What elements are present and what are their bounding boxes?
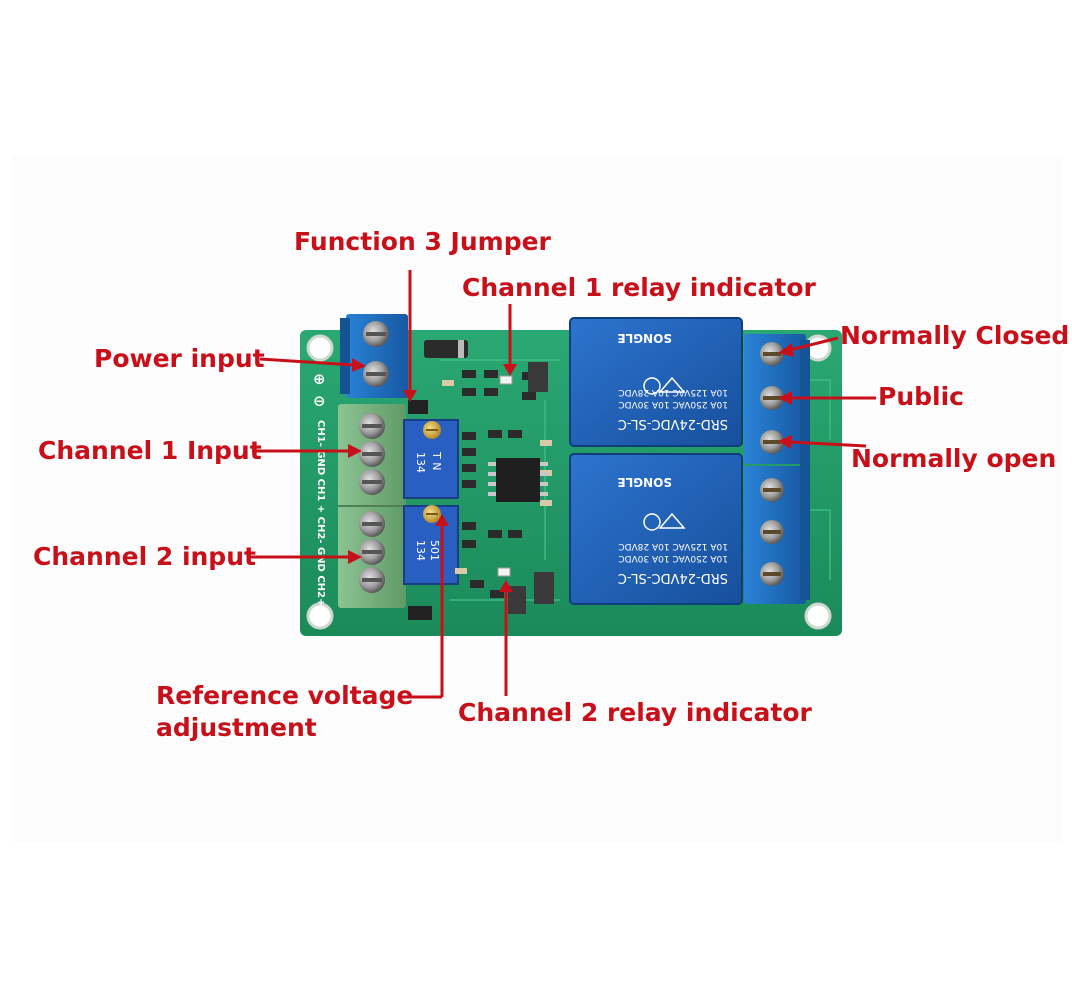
pot-1-code: 134: [414, 452, 427, 473]
label-power-input: Power input: [94, 344, 265, 373]
relay-1-brand: SONGLE: [617, 331, 672, 345]
relay-2-rating-2: 10A 125VAC 10A 28VDC: [618, 541, 728, 551]
svg-text:⊖: ⊖: [313, 392, 326, 410]
relay-2-brand: SONGLE: [617, 475, 672, 489]
relay-2-model: SRD-24VDC-SL-C: [618, 570, 728, 585]
relay-2-rating-1: 10A 250VAC 10A 30VDC: [618, 553, 728, 563]
signal-input-terminal: [338, 404, 406, 608]
label-channel-1-relay-indicator: Channel 1 relay indicator: [462, 273, 816, 302]
smd-components: [442, 362, 554, 614]
function-3-jumper: [408, 400, 428, 414]
reference-voltage-pot-2: 134 501: [403, 505, 459, 585]
diode: [424, 340, 468, 358]
pot-2-subcode: 501: [428, 540, 441, 561]
label-normally-open: Normally open: [851, 444, 1057, 473]
relay-output-terminal: [744, 334, 810, 604]
channel-1-led: [499, 375, 513, 385]
comparator-ic: [488, 458, 548, 502]
label-channel-2-input: Channel 2 input: [33, 542, 256, 571]
label-channel-1-input: Channel 1 Input: [38, 436, 262, 465]
label-public: Public: [878, 382, 964, 411]
silkscreen-left: CH1- GND CH1 + CH2- GND CH2+: [315, 420, 326, 606]
channel-2-led: [497, 567, 511, 577]
svg-text:⊕: ⊕: [313, 370, 326, 388]
label-reference-voltage-adjustment: adjustment: [156, 713, 317, 742]
label-function-3-jumper: Function 3 Jumper: [294, 227, 551, 256]
label-normally-closed: Normally Closed: [840, 321, 1070, 350]
label-channel-2-relay-indicator: Channel 2 relay indicator: [458, 698, 812, 727]
lower-jumper: [408, 606, 432, 620]
pot-1-letters: T N: [430, 451, 443, 470]
relay-1-model: SRD-24VDC-SL-C: [618, 416, 728, 431]
label-reference-voltage: Reference voltage: [156, 681, 414, 710]
relay-2: SRD-24VDC-SL-C 10A 250VAC 10A 30VDC 10A …: [569, 453, 743, 605]
relay-1: SRD-24VDC-SL-C 10A 250VAC 10A 30VDC 10A …: [569, 317, 743, 447]
pot-2-code: 134: [414, 540, 427, 561]
relay-1-rating-1: 10A 250VAC 10A 30VDC: [618, 399, 728, 409]
callout-arrows: [250, 270, 876, 699]
power-input-terminal: [340, 314, 408, 398]
reference-voltage-pot-1: 134 T N: [403, 419, 459, 499]
